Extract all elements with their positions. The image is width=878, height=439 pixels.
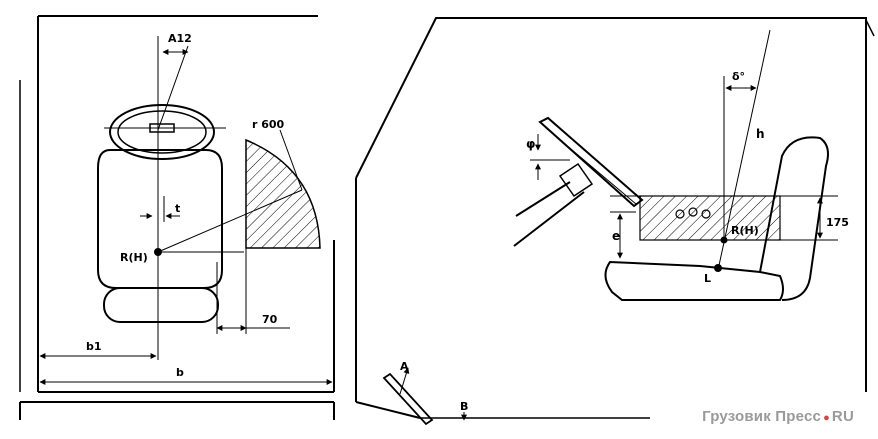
watermark-suffix: RU <box>831 408 854 425</box>
a-label: A <box>400 360 409 373</box>
pedal-a <box>382 367 434 426</box>
watermark: Грузовик Пресс●RU <box>702 408 854 425</box>
r-h-label-top: R(H) <box>120 251 148 264</box>
top-view-panel: A12 t R(H) r 600 70 b1 b <box>19 15 335 420</box>
watermark-text: Грузовик Пресс <box>702 408 822 425</box>
seat-cushion-side <box>604 260 784 301</box>
hole-2 <box>688 207 698 217</box>
seat-cushion-top <box>103 287 219 323</box>
t-label: t <box>175 202 180 215</box>
cab-roof-corner <box>865 19 875 37</box>
side-view-panel: φ δ° h R(H) L e 175 <box>355 17 875 426</box>
watermark-dot: ● <box>823 412 830 424</box>
r-h-label-side: R(H) <box>731 224 759 237</box>
zone-175 <box>639 195 781 241</box>
a12-angle-line <box>157 45 189 131</box>
h-label: h <box>756 127 765 141</box>
torso-line <box>717 29 771 271</box>
b1-label: b1 <box>86 340 102 353</box>
steering-wheel-top <box>104 104 226 160</box>
l-point <box>714 264 722 272</box>
hole-3 <box>701 209 711 219</box>
r600-label: r 600 <box>252 118 285 131</box>
r600-leader <box>279 129 303 191</box>
r600-zone <box>245 138 321 249</box>
b-label: b <box>176 366 184 379</box>
seat-outline-top <box>97 149 223 289</box>
alpha-label: δ° <box>732 70 745 83</box>
cab-floor-front <box>355 401 421 419</box>
d70-label: 70 <box>262 313 278 326</box>
r-h-point-side <box>720 236 728 244</box>
hole-1 <box>675 209 685 219</box>
l-label: L <box>704 272 711 285</box>
cab-outline <box>355 17 867 392</box>
a12-label: A12 <box>168 32 192 45</box>
seat-back-side <box>759 136 829 301</box>
phi-label: φ <box>526 137 535 151</box>
d175-label: 175 <box>826 216 849 229</box>
e-label: e <box>612 229 620 243</box>
r600-radius-line <box>157 189 303 253</box>
b-label-side: B <box>460 400 468 413</box>
